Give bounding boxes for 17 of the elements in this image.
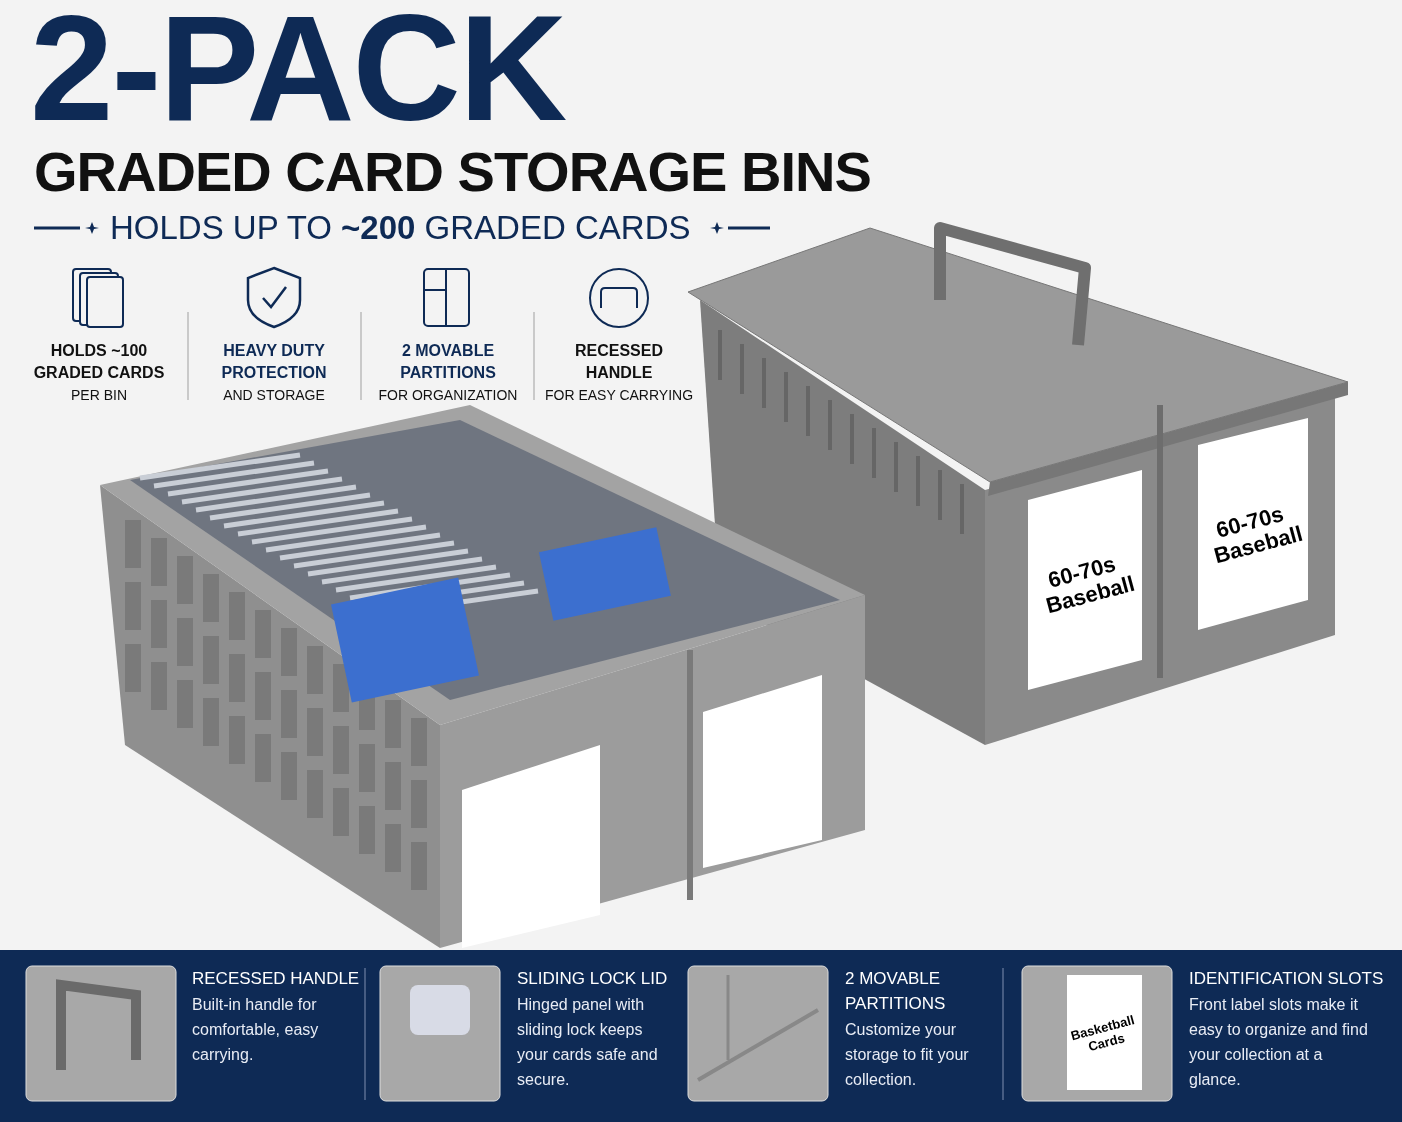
feature-subtitle: PER BIN [70, 386, 128, 404]
feature-heading: 2 MOVABLE PARTITIONS [845, 968, 947, 1015]
feature-title: HOLDS ~100 GRADED CARDS [32, 341, 166, 383]
feature-title: 2 MOVABLE PARTITIONS [399, 341, 497, 383]
feature-heading: SLIDING LOCK LID [517, 968, 669, 990]
feature-description: Hinged panel with sliding lock keeps your cards safe and secure. [517, 995, 659, 1090]
feature-subtitle: FOR EASY CARRYING [543, 386, 695, 404]
feature-heading: IDENTIFICATION SLOTS [1189, 968, 1385, 990]
feature-subtitle: AND STORAGE [222, 386, 326, 404]
tagline: HOLDS UP TO ~200 GRADED CARDS [110, 208, 691, 248]
feature-description: Front label slots make it easy to organize and find your collection at a glance. [1189, 995, 1369, 1090]
feature-title: RECESSED HANDLE [574, 341, 664, 383]
feature-heading: RECESSED HANDLE [192, 968, 360, 990]
feature-subtitle: FOR ORGANIZATION [377, 386, 519, 404]
feature-description: Customize your storage to fit your collection. [845, 1020, 970, 1090]
feature-title: HEAVY DUTY PROTECTION [220, 341, 328, 383]
feature-description: Built-in handle for comfortable, easy carrying. [192, 995, 320, 1065]
